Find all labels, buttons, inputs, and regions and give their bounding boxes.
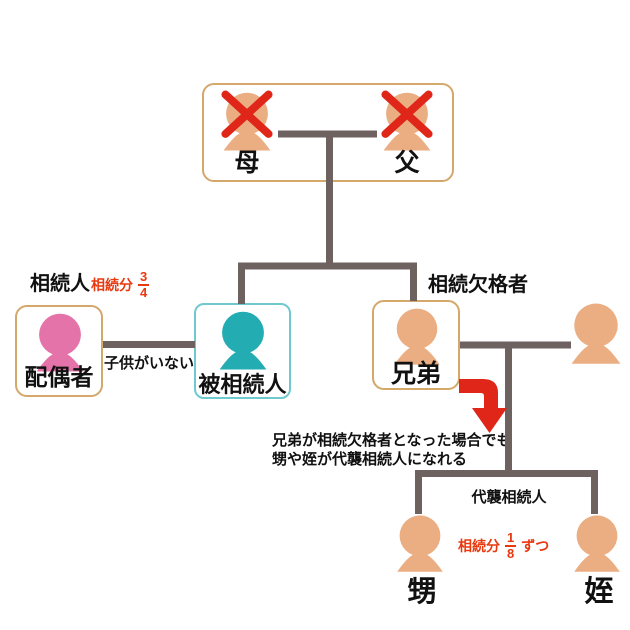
person-icon [376,89,438,151]
fraction-numerator: 3 [140,268,148,284]
fraction-three-quarters: 3 4 [138,268,150,300]
descendants-share: 相続分 1 8 ずつ [458,527,549,564]
arrow-note-line1: 兄弟が相続欠格者となった場合でも [272,432,512,449]
spouse-name-label: 配偶者 [24,364,94,390]
niece-label: 姪 [584,576,614,608]
fraction-numerator: 1 [507,529,515,545]
fraction-one-eighth: 1 8 [505,529,517,561]
father-figure [376,89,438,153]
spouse-share: 相続分 3 4 [91,266,150,303]
children-branch-line [238,262,417,304]
decedent-name-label: 被相続人 [198,372,287,397]
person-icon [219,311,267,370]
substitute-heirs-label: 代襲相続人 [471,489,547,506]
share-prefix: 相続分 [458,537,500,554]
person-icon [216,89,278,151]
mother-label: 母 [234,149,260,177]
niece-figure [567,511,627,575]
fraction-denominator: 4 [138,283,150,300]
arrow-note-line2: 甥や姪が代襲相続人になれる [272,451,468,468]
nephew-label: 甥 [407,576,437,608]
person-icon [574,515,620,572]
red-down-arrow-icon [459,379,507,433]
nephew-figure [390,511,450,575]
decedent-figure [212,308,274,372]
sibling-spouse-figure [564,299,628,367]
sibling-name-label: 兄弟 [390,360,441,388]
arrow-note: 兄弟が相続欠格者となった場合でも 甥や姪が代襲相続人になれる [272,431,512,469]
share-prefix: 相続分 [91,276,133,293]
sibling-figure [387,305,447,367]
fraction-denominator: 8 [505,544,517,561]
person-icon [397,515,443,572]
person-icon [394,308,440,365]
person-icon [571,303,621,364]
sibling-status-label: 相続欠格者 [428,274,528,296]
no-children-note: 子供がいない [103,355,194,372]
heir-label: 相続人 [30,273,90,295]
mother-figure [216,89,278,153]
share-suffix: ずつ [521,537,550,554]
father-label: 父 [394,149,420,177]
